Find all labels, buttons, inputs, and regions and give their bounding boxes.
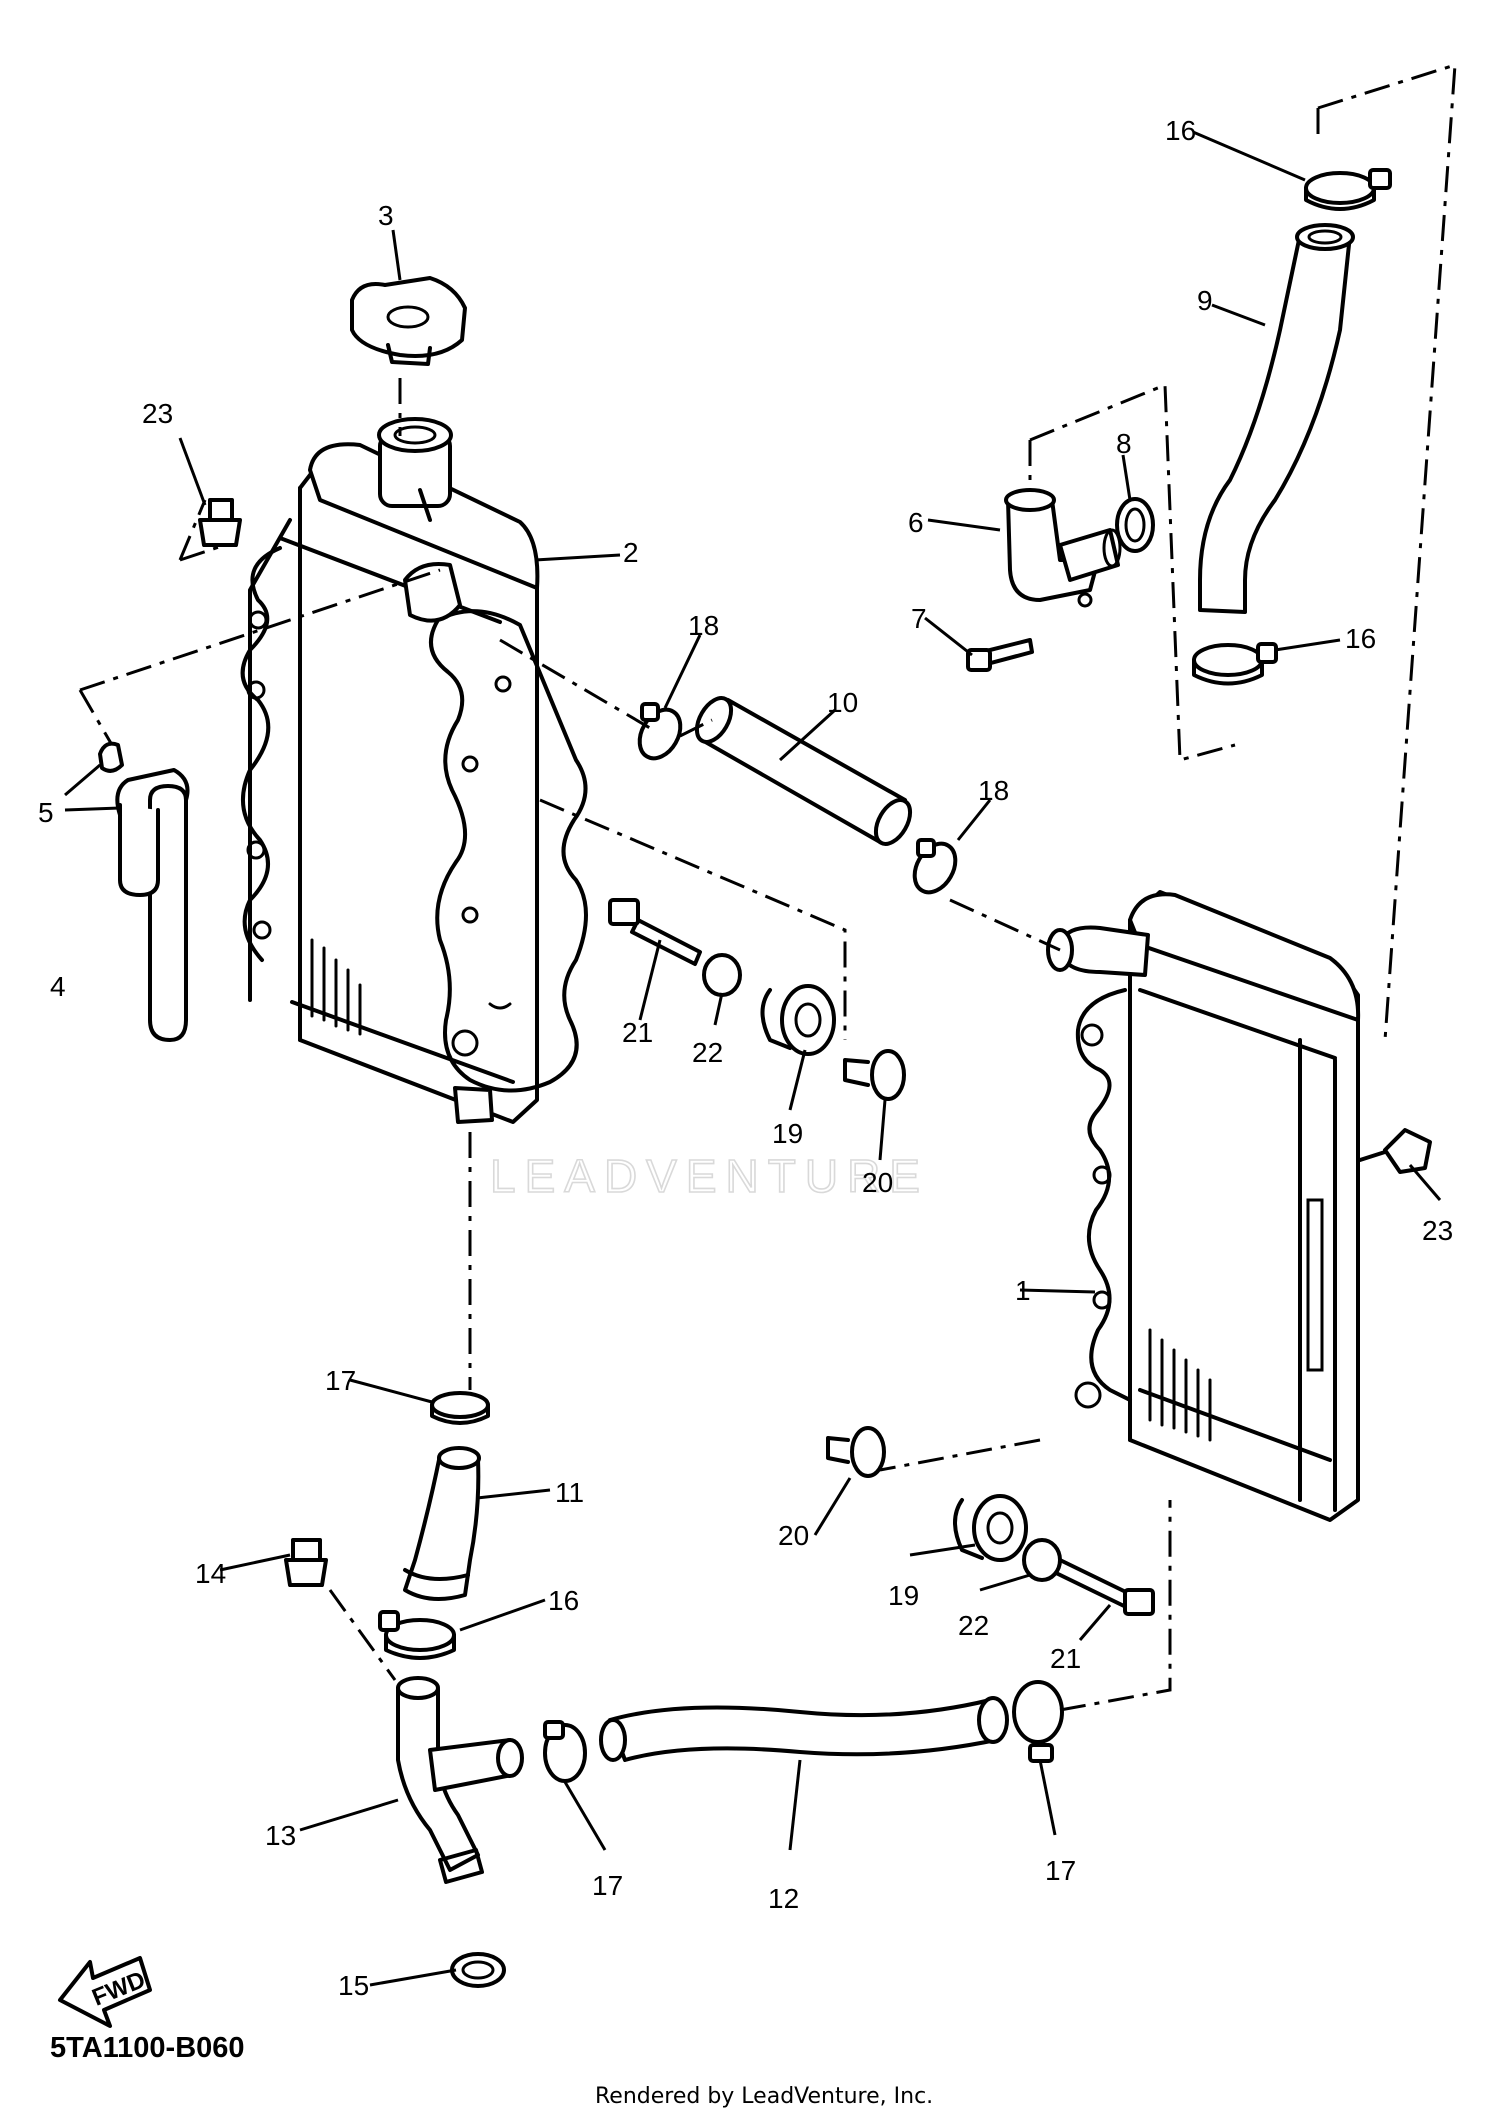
water-pipe-13 [396, 1676, 524, 1884]
label-17-middle: 17 [592, 1870, 623, 1901]
label-15: 15 [338, 1970, 369, 2001]
label-16-right: 16 [1345, 623, 1376, 654]
label-2: 2 [623, 537, 639, 568]
label-22-lower: 22 [958, 1610, 989, 1641]
label-9: 9 [1197, 285, 1213, 316]
label-22-upper: 22 [692, 1037, 723, 1068]
label-7: 7 [911, 603, 927, 634]
lower-hose-12 [599, 1696, 1009, 1762]
label-3: 3 [378, 200, 394, 231]
diagram-code: 5TA1100-B060 [50, 2032, 245, 2064]
credit-line: Rendered by LeadVenture, Inc. [595, 2084, 933, 2109]
label-11: 11 [555, 1477, 584, 1508]
water-union [1004, 488, 1122, 608]
label-18-upper: 18 [688, 610, 719, 641]
label-17-right: 17 [1045, 1855, 1076, 1886]
left-radiator [240, 417, 588, 1124]
label-5: 5 [38, 797, 54, 828]
assembly-lines [78, 62, 1457, 1712]
watermark: LEADVENTURE [490, 1150, 929, 1202]
overflow-hose [115, 768, 190, 1042]
label-19-lower: 19 [888, 1580, 919, 1611]
label-21-lower: 21 [1050, 1643, 1081, 1674]
callout-labels: 1 2 3 4 5 6 7 8 9 10 11 12 13 14 15 16 1… [38, 115, 1453, 2001]
label-8: 8 [1116, 428, 1132, 459]
label-19-upper: 19 [772, 1118, 803, 1149]
right-radiator [1046, 890, 1361, 1522]
label-21-upper: 21 [622, 1017, 653, 1048]
fwd-arrow: FWD [58, 1956, 152, 2028]
label-17-upper: 17 [325, 1365, 356, 1396]
label-12: 12 [768, 1883, 799, 1914]
label-13: 13 [265, 1820, 296, 1851]
upper-hose [1198, 223, 1355, 614]
radiator-hose-10 [694, 696, 913, 846]
label-20-upper: 20 [862, 1167, 893, 1198]
label-20-lower: 20 [778, 1520, 809, 1551]
label-16-left: 16 [548, 1585, 579, 1616]
lower-hose-11 [403, 1446, 481, 1601]
label-23-lower: 23 [1422, 1215, 1453, 1246]
leader-lines [64, 130, 1442, 1987]
label-6: 6 [908, 507, 924, 538]
small-parts [98, 168, 1432, 1988]
label-10: 10 [827, 687, 858, 718]
radiator-cap [350, 276, 467, 366]
label-18-lower: 18 [978, 775, 1009, 806]
label-16-top: 16 [1165, 115, 1196, 146]
label-23-upper: 23 [142, 398, 173, 429]
label-4: 4 [50, 971, 66, 1002]
label-1: 1 [1015, 1275, 1031, 1306]
label-14: 14 [195, 1558, 226, 1589]
